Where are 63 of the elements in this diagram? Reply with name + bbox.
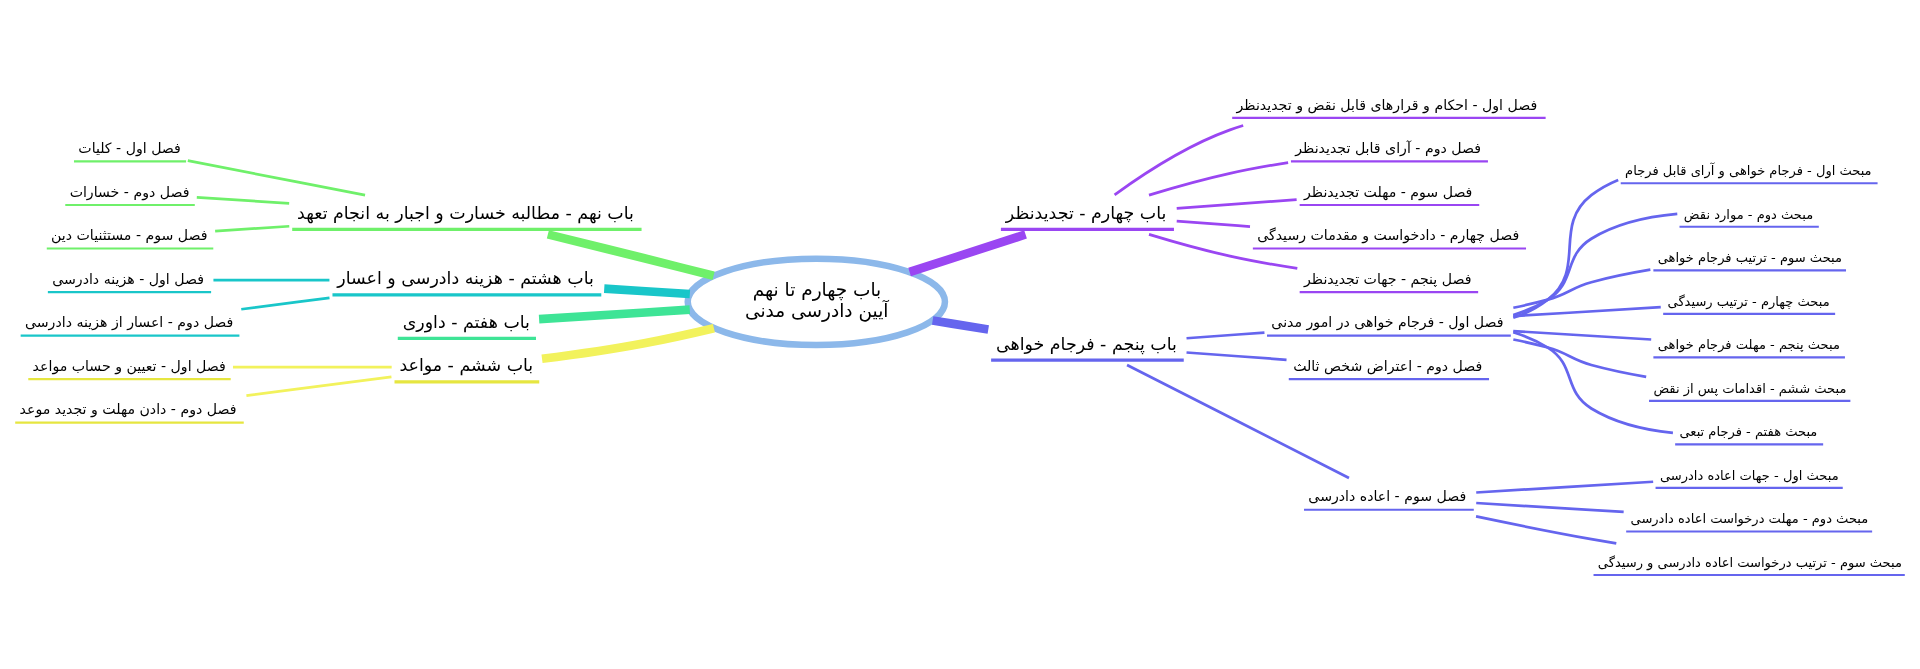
node-text: مبحث اول - فرجام خواهی و آرای قابل فرجام xyxy=(1625,163,1872,179)
node-text: فصل سوم - مهلت تجدیدنظر xyxy=(1304,183,1473,200)
node-text: باب هفتم - داوری xyxy=(402,311,530,332)
connector xyxy=(908,230,1027,277)
node-text: مبحث پنجم - مهلت فرجام خواهی xyxy=(1657,337,1840,353)
connector xyxy=(196,195,290,205)
node-text: باب هشتم - هزینه دادرسی و اعسار xyxy=(337,268,594,289)
connector xyxy=(1476,501,1624,514)
connector xyxy=(1512,331,1674,435)
connector xyxy=(538,305,691,324)
node-text: فصل دوم - خسارات xyxy=(69,183,190,200)
connector xyxy=(213,278,330,282)
connector xyxy=(546,230,715,281)
node-text: باب چهارم - تجدیدنظر xyxy=(1005,202,1167,223)
connector xyxy=(246,375,392,397)
connector xyxy=(232,365,392,369)
node-text: فصل اول - فرجام خواهی در امور مدنی xyxy=(1271,314,1504,331)
connector xyxy=(1148,161,1289,197)
node-text: فصل اول - کلیات xyxy=(78,140,181,157)
node-text: مبحث ششم - اقدامات پس از نقض xyxy=(1653,380,1847,396)
node-text: فصل اول - هزینه دادرسی xyxy=(52,270,204,287)
connector xyxy=(1176,219,1251,228)
connector xyxy=(1186,331,1265,340)
node-text: فصل اول - احکام و قرارهای قابل نقض و تجدیدنظر xyxy=(1236,96,1538,113)
node-text: مبحث دوم - مهلت درخواست اعاده دادرسی xyxy=(1630,511,1869,527)
connector xyxy=(1512,212,1678,317)
connector xyxy=(241,296,330,311)
node-text: فصل اول - تعیین و حساب مواعد xyxy=(32,357,226,374)
connector xyxy=(603,284,691,299)
node-text: مبحث سوم - ترتیب فرجام خواهی xyxy=(1657,250,1843,266)
connector xyxy=(1126,363,1350,480)
connector xyxy=(1513,268,1651,310)
connector xyxy=(1476,480,1654,494)
node-text: فصل سوم - مستثنیات دین xyxy=(51,227,208,244)
connector xyxy=(1186,351,1287,362)
connector xyxy=(931,316,989,334)
node-text: فصل سوم - اعاده دادرسی xyxy=(1308,488,1467,505)
node-ellipse: باب چهارم تا نهم آیین دادرسی مدنی xyxy=(684,255,949,349)
node-text: فصل دوم - آرای قابل تجدیدنظر xyxy=(1295,140,1481,157)
node-text: مبحث هفتم - فرجام تبعی xyxy=(1679,424,1818,440)
node-text: فصل دوم - دادن مهلت و تجدید موعد xyxy=(19,401,237,418)
connector xyxy=(1148,233,1298,270)
node-text: مبحث اول - جهات اعاده دادرسی xyxy=(1659,467,1839,483)
connector xyxy=(215,224,290,233)
connector xyxy=(1512,178,1619,320)
node-text: باب نهم - مطالبه خسارت و اجبار به انجام تعهد xyxy=(297,202,634,223)
node-text: باب پنجم - فرجام خواهی xyxy=(996,333,1177,354)
node-text: مبحث سوم - ترتیب درخواست اعاده دادرسی و رسیدگی xyxy=(1597,554,1902,570)
node-text: فصل دوم - اعتراض شخص ثالث xyxy=(1293,357,1483,374)
connector xyxy=(1475,515,1617,545)
connector xyxy=(1113,124,1244,196)
connector xyxy=(187,159,366,197)
node-text: باب ششم - مواعد xyxy=(399,355,534,376)
node-text: فصل پنجم - جهات تجدیدنظر xyxy=(1304,270,1472,287)
connector xyxy=(1513,338,1647,379)
node-text: فصل چهارم - دادخواست و مقدمات رسیدگی xyxy=(1257,227,1520,244)
connector xyxy=(1513,329,1652,341)
node-text: مبحث چهارم - ترتیب رسیدگی xyxy=(1667,293,1830,309)
node-text: فصل دوم - اعسار از هزینه دادرسی xyxy=(25,314,234,331)
node-text: مبحث دوم - موارد نقض xyxy=(1683,206,1814,222)
connector xyxy=(1513,305,1661,318)
connector xyxy=(541,323,715,364)
connector xyxy=(1176,198,1297,210)
